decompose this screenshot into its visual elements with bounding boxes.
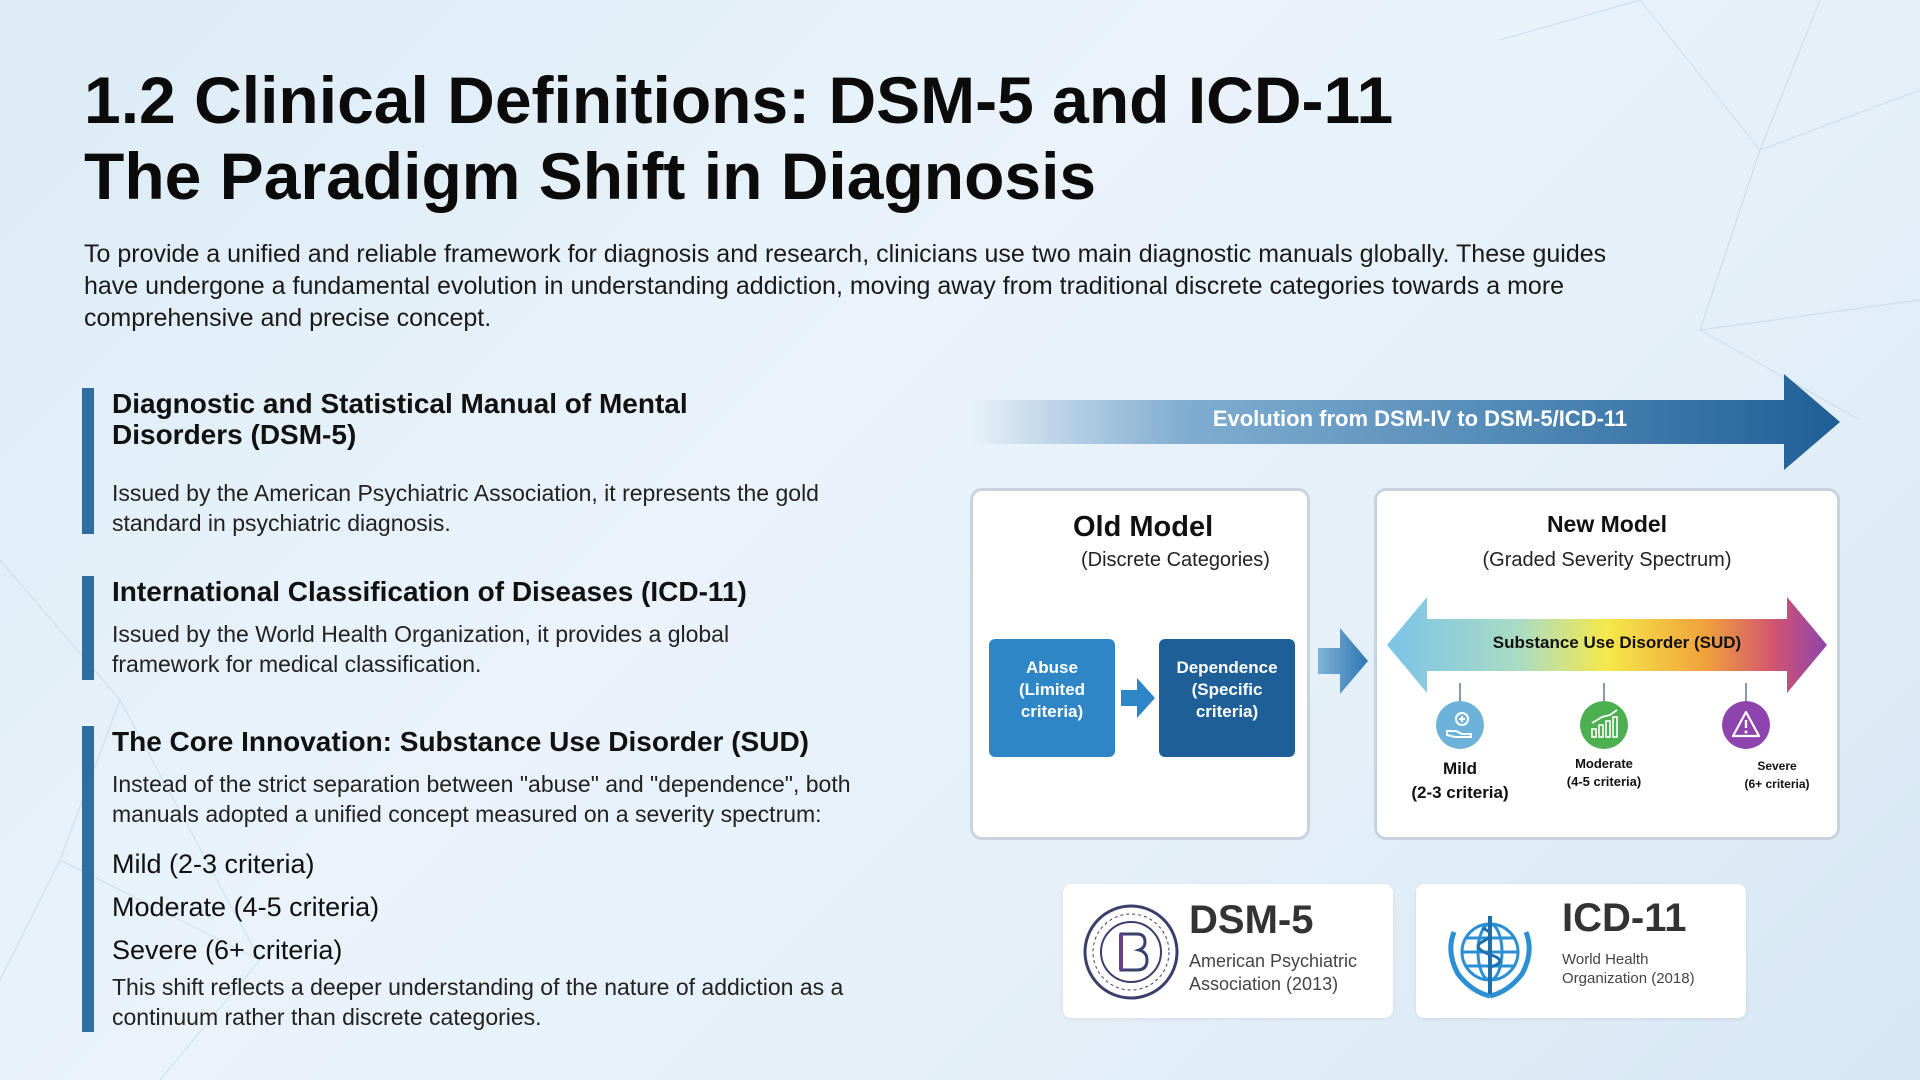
- moderate-name: Moderate: [1575, 756, 1633, 771]
- old-model-subtitle: (Discrete Categories): [1081, 549, 1270, 571]
- severity-item-mild: Mild (2-3 criteria): [112, 849, 315, 879]
- dependence-label: Dependence: [1176, 658, 1278, 677]
- abuse-box: Abuse (Limited criteria): [989, 639, 1115, 757]
- severity-item-moderate: Moderate (4-5 criteria): [112, 892, 380, 922]
- moderate-label: Moderate (4-5 criteria): [1543, 755, 1665, 791]
- old-model-card: Old Model (Discrete Categories) Abuse (L…: [970, 488, 1310, 840]
- dependence-criteria-1: (Specific: [1191, 680, 1263, 699]
- old-model-title: Old Model: [1073, 511, 1214, 543]
- new-model-title: New Model: [1546, 511, 1668, 537]
- dsm5-name: DSM-5: [1189, 898, 1314, 942]
- new-model-subtitle: (Graded Severity Spectrum): [1482, 549, 1732, 571]
- severity-spectrum-arrow: [1387, 597, 1827, 693]
- section-body: Instead of the strict separation between…: [112, 771, 851, 827]
- section-icd11: International Classification of Diseases…: [82, 576, 842, 680]
- apa-seal-icon: [1083, 904, 1179, 1000]
- dsm5-org-card: DSM-5 American Psychiatric Association (…: [1063, 884, 1393, 1018]
- icd11-publisher-line-1: World Health: [1562, 951, 1649, 968]
- severe-label: Severe (6+ criteria): [1733, 757, 1821, 793]
- warning-icon: [1722, 701, 1770, 749]
- who-emblem-icon: [1448, 916, 1532, 999]
- moderate-criteria: (4-5 criteria): [1566, 774, 1642, 789]
- evolution-label: Evolution from DSM-IV to DSM-5/ICD-11: [1212, 406, 1628, 431]
- section-body: Issued by the American Psychiatric Assoc…: [112, 480, 819, 536]
- bar-chart-icon: [1580, 701, 1628, 749]
- section-body: Issued by the World Health Organization,…: [112, 621, 730, 677]
- section-heading: Diagnostic and Statistical Manual of Men…: [112, 388, 688, 450]
- icd11-publisher-line-2: Organization (2018): [1562, 970, 1695, 987]
- intro-paragraph: To provide a unified and reliable framew…: [84, 240, 1607, 332]
- abuse-criteria-1: (Limited: [1018, 680, 1086, 699]
- severity-list: Mild (2-3 criteria) Moderate (4-5 criter…: [112, 843, 902, 972]
- mild-name: Mild: [1443, 759, 1477, 778]
- icd11-publisher: World Health Organization (2018): [1562, 950, 1695, 988]
- evolution-arrow: [970, 374, 1840, 470]
- section-conclusion: This shift reflects a deeper understandi…: [112, 974, 844, 1030]
- severe-name: Severe: [1757, 759, 1797, 773]
- dependence-criteria-2: criteria): [1195, 702, 1259, 721]
- title-line-2: The Paradigm Shift in Diagnosis: [84, 139, 1097, 213]
- stem-severe: [1745, 683, 1747, 701]
- icd11-name: ICD-11: [1562, 896, 1687, 940]
- mild-criteria: (2-3 criteria): [1411, 783, 1509, 802]
- title-line-1: 1.2 Clinical Definitions: DSM-5 and ICD-…: [84, 63, 1394, 137]
- page-title: 1.2 Clinical Definitions: DSM-5 and ICD-…: [84, 62, 1393, 214]
- severity-item-severe: Severe (6+ criteria): [112, 935, 343, 965]
- dsm5-publisher: American Psychiatric Association (2013): [1189, 950, 1357, 996]
- dependence-box: Dependence (Specific criteria): [1159, 639, 1295, 757]
- mild-label: Mild (2-3 criteria): [1395, 757, 1525, 805]
- section-heading: International Classification of Diseases…: [112, 576, 747, 607]
- arrow-right-icon: [1121, 678, 1155, 718]
- spectrum-label: Substance Use Disorder (SUD): [1492, 633, 1742, 652]
- stem-mild: [1459, 683, 1461, 701]
- section-sud: The Core Innovation: Substance Use Disor…: [82, 726, 902, 1032]
- severe-criteria: (6+ criteria): [1744, 777, 1810, 791]
- abuse-label: Abuse: [1026, 658, 1078, 677]
- section-dsm5: Diagnostic and Statistical Manual of Men…: [82, 388, 842, 536]
- transition-arrow-icon: [1318, 628, 1368, 694]
- stem-moderate: [1603, 683, 1605, 701]
- icd11-org-card: ICD-11 World Health Organization (2018): [1416, 884, 1746, 1018]
- hand-heart-icon: [1436, 701, 1484, 749]
- dsm5-publisher-line-2: Association (2013): [1189, 974, 1339, 994]
- new-model-card: New Model (Graded Severity Spectrum) Sub…: [1374, 488, 1840, 840]
- section-heading: The Core Innovation: Substance Use Disor…: [112, 726, 809, 757]
- dsm5-publisher-line-1: American Psychiatric: [1189, 951, 1358, 971]
- abuse-criteria-2: criteria): [1020, 702, 1084, 721]
